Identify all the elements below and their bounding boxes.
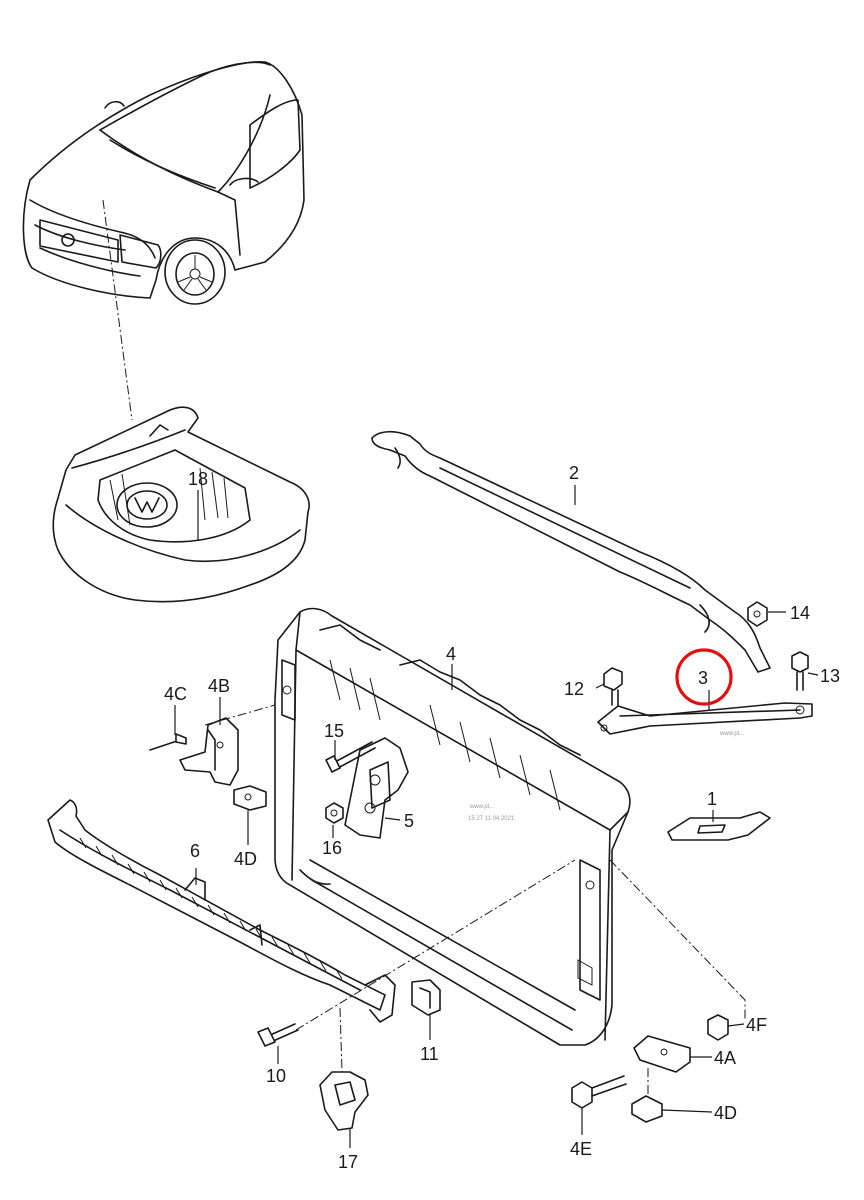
pin-4c bbox=[149, 733, 187, 751]
callout-4e: 4E bbox=[570, 1139, 592, 1159]
callout-6: 6 bbox=[190, 841, 200, 861]
nut-16 bbox=[325, 802, 344, 824]
bolt-15 bbox=[325, 741, 376, 773]
callout-17: 17 bbox=[338, 1152, 358, 1172]
grommet-4f bbox=[707, 1014, 729, 1041]
callout-16: 16 bbox=[322, 838, 342, 858]
leader-lines bbox=[174, 485, 819, 1148]
clip-4d-right bbox=[631, 1095, 663, 1123]
car-illustration bbox=[22, 60, 305, 421]
callout-4f: 4F bbox=[746, 1015, 767, 1035]
callout-10: 10 bbox=[266, 1066, 286, 1086]
callout-4: 4 bbox=[446, 644, 456, 664]
callout-11: 11 bbox=[420, 1044, 439, 1064]
clip-11 bbox=[411, 979, 441, 1016]
callout-5: 5 bbox=[404, 811, 414, 831]
engine-cover bbox=[52, 406, 310, 603]
callout-13: 13 bbox=[820, 666, 840, 686]
bracket-17 bbox=[319, 1071, 369, 1131]
lock-carrier-bar bbox=[371, 430, 771, 673]
grille-6 bbox=[47, 799, 396, 1023]
bracket-5 bbox=[344, 737, 409, 839]
callout-4b: 4B bbox=[208, 676, 230, 696]
callout-4d-right: 4D bbox=[714, 1103, 737, 1123]
svg-text:www.pl...: www.pl... bbox=[719, 731, 744, 737]
front-end-carrier: www.pl... 15 27 11 04 2021 www.pl... bbox=[274, 607, 744, 1046]
bracket-1 bbox=[667, 811, 771, 841]
bracket-4b bbox=[179, 717, 239, 786]
bracket-4a bbox=[633, 1035, 691, 1073]
callout-1: 1 bbox=[707, 789, 717, 809]
callout-3: 3 bbox=[698, 668, 708, 688]
callout-15: 15 bbox=[324, 721, 344, 741]
callout-14: 14 bbox=[790, 603, 810, 623]
svg-text:www.pl...: www.pl... bbox=[469, 804, 494, 810]
bolt-12 bbox=[603, 667, 623, 706]
callout-4c: 4C bbox=[164, 684, 187, 704]
strut-3 bbox=[597, 702, 813, 735]
callout-18: 18 bbox=[188, 469, 208, 489]
clip-4d-left bbox=[233, 785, 267, 811]
callout-4d-left: 4D bbox=[234, 849, 257, 869]
bolt-10 bbox=[257, 1023, 299, 1047]
bolt-13 bbox=[791, 651, 809, 691]
nut-14 bbox=[747, 601, 768, 627]
highlight-circle bbox=[675, 648, 733, 706]
callout-4a: 4A bbox=[714, 1048, 736, 1068]
svg-text:15 27 11 04 2021: 15 27 11 04 2021 bbox=[468, 816, 515, 822]
callout-2: 2 bbox=[569, 463, 579, 483]
callout-labels: 18 2 14 3 13 12 4 1 4C 4B 15 5 16 4D 6 4… bbox=[164, 463, 840, 1172]
callout-12: 12 bbox=[564, 679, 584, 699]
bolt-4e bbox=[571, 1075, 627, 1109]
